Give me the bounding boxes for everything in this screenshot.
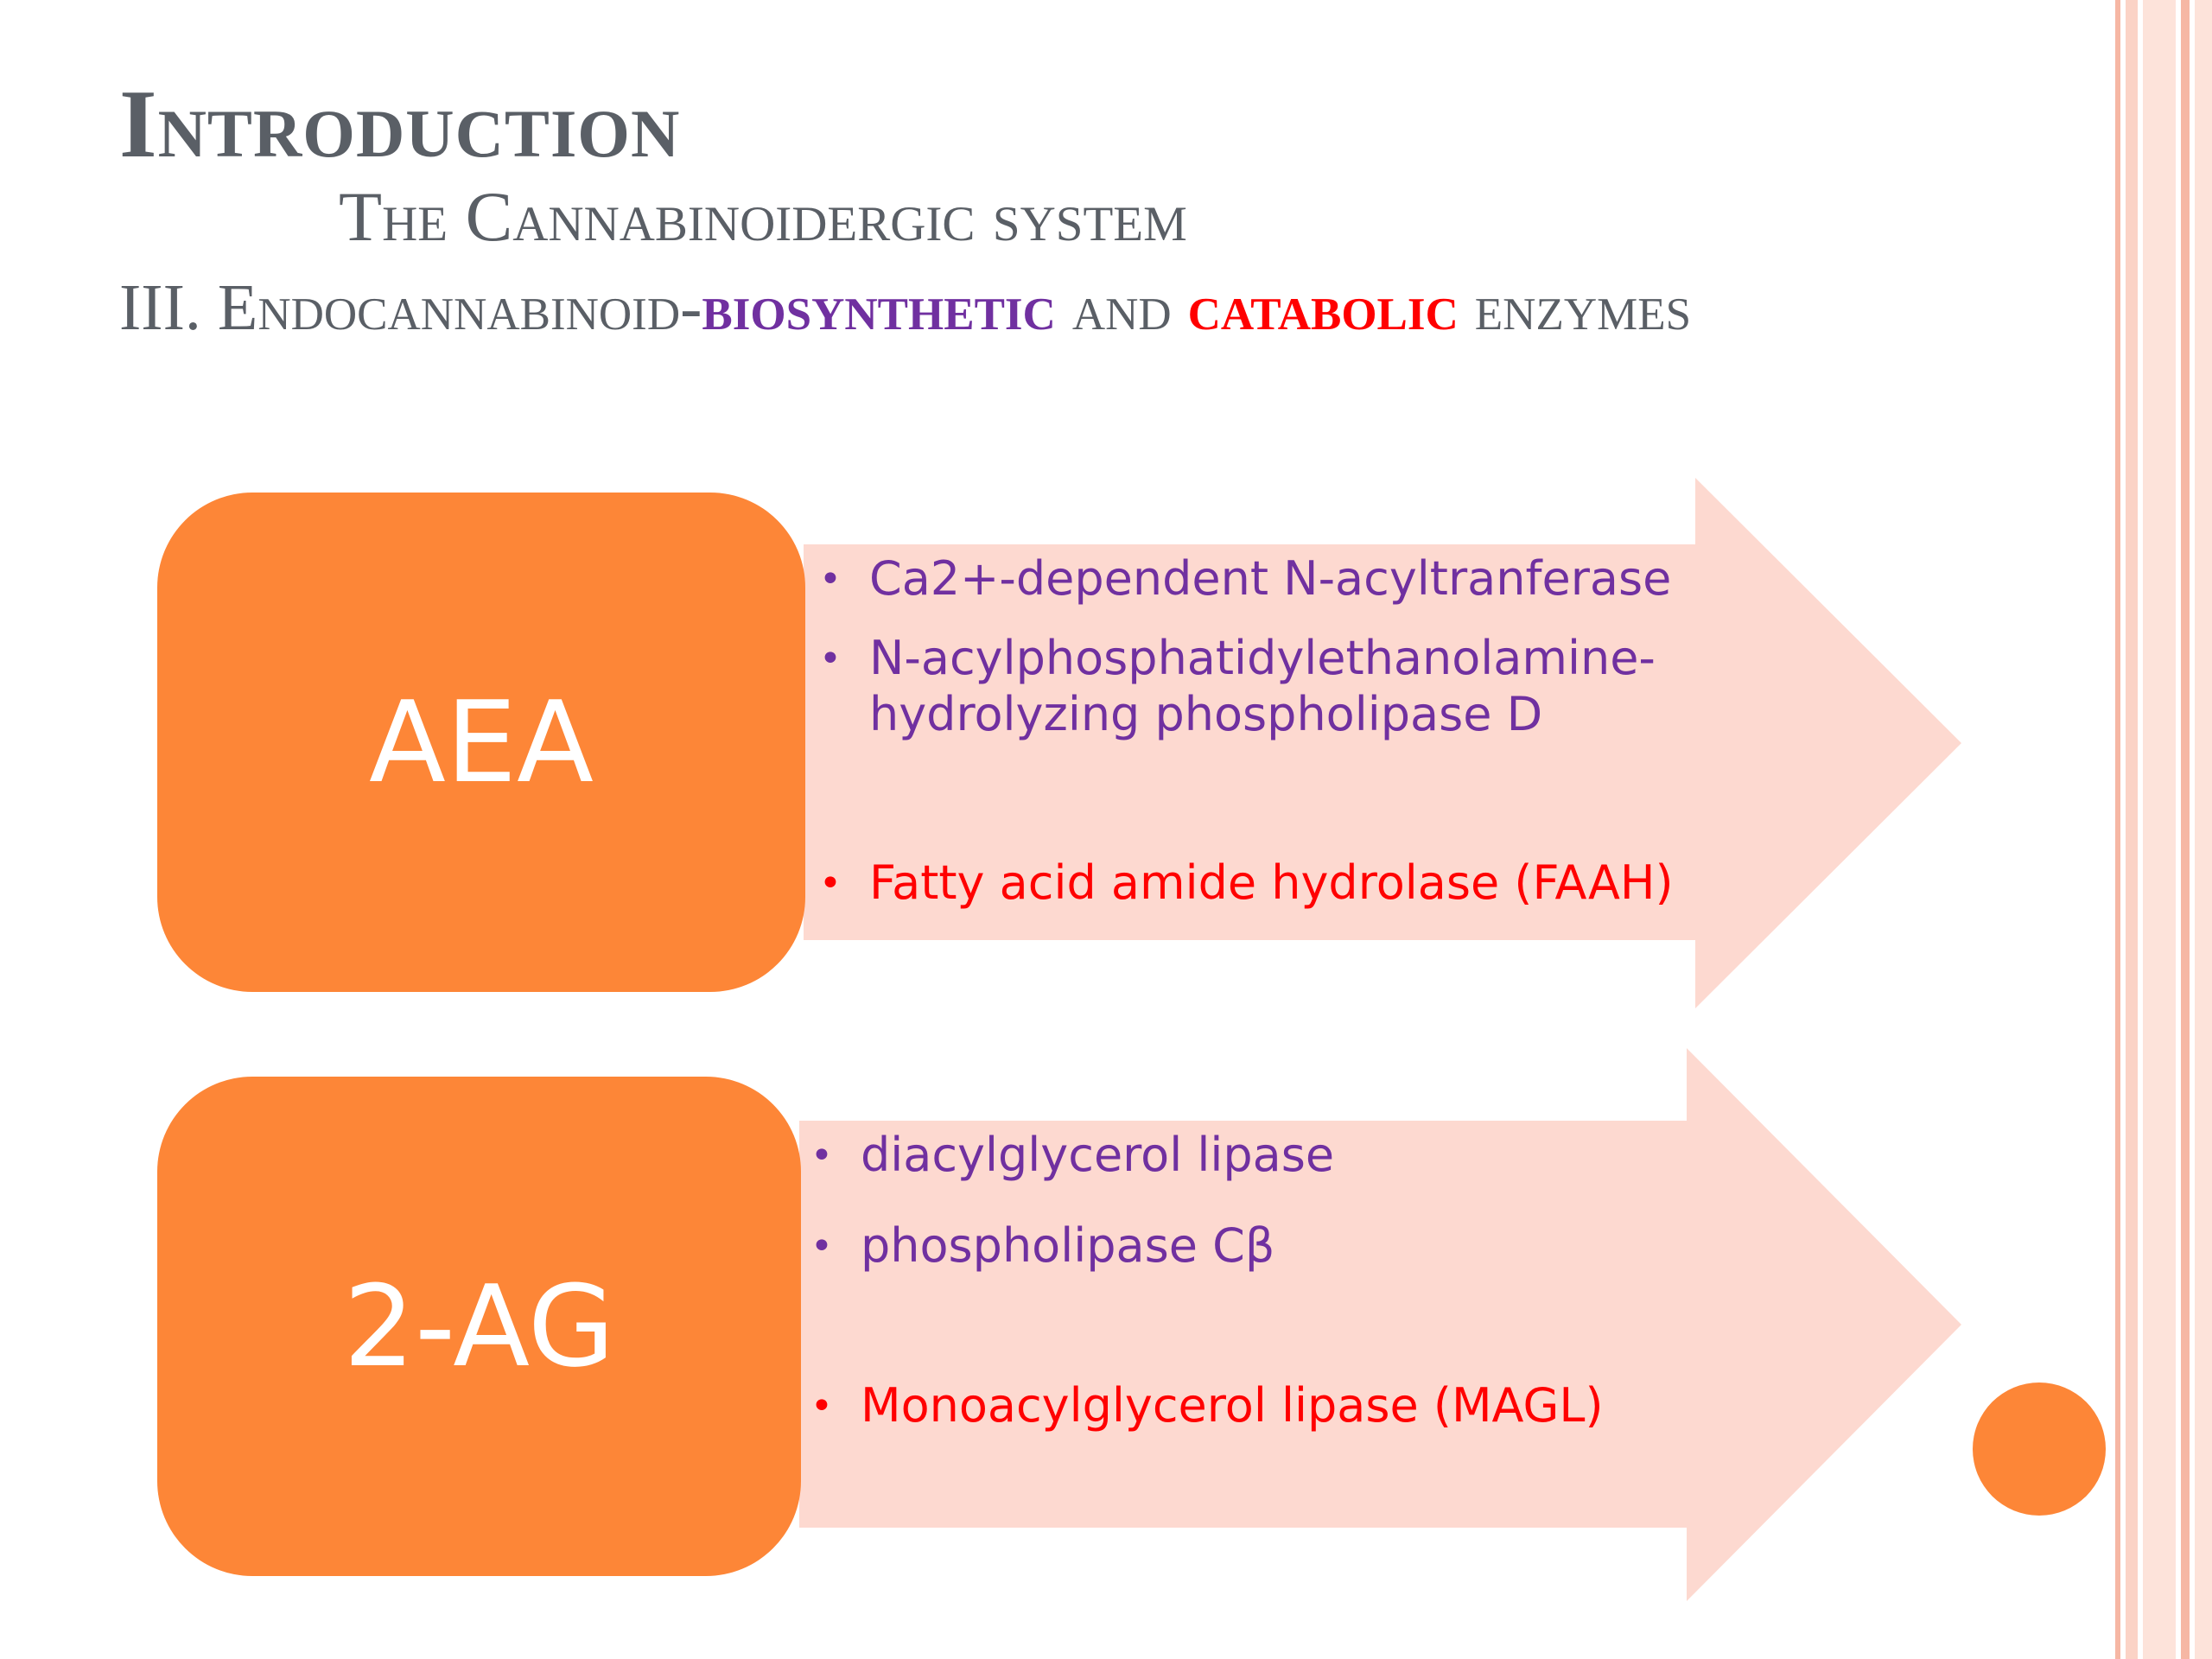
section-heading: III. Endocannabinoid-biosynthetic and ca… — [119, 275, 1691, 340]
2ag-label: 2-AG — [343, 1261, 615, 1392]
section-heading-and: and — [1055, 271, 1188, 344]
bullet-dot: • — [819, 861, 842, 906]
decorative-stripe — [2181, 0, 2190, 1659]
bullet-dot: • — [810, 1134, 833, 1178]
bullet-dot: • — [819, 557, 842, 601]
decorative-stripe — [2143, 0, 2176, 1659]
list-item-text: N-acylphosphatidylethanolamine- — [869, 631, 1656, 685]
decorative-circle — [1973, 1382, 2106, 1516]
aea-arrow — [804, 478, 1961, 1008]
aea-label: AEA — [369, 677, 594, 808]
aea-box: AEA — [157, 493, 805, 992]
biosynthetic-word: biosynthetic — [702, 271, 1056, 344]
section-heading-suffix: enzymes — [1458, 271, 1692, 344]
slide-subtitle: The Cannabinoidergic system — [339, 177, 1187, 256]
bullet-dot: • — [819, 637, 842, 681]
list-item: • N-acylphosphatidylethanolamine- hydrol… — [819, 631, 1656, 743]
decorative-stripe — [2195, 0, 2212, 1659]
bullet-dot: • — [810, 1384, 833, 1428]
list-item: • phospholipase Cβ — [810, 1218, 1275, 1274]
2ag-box: 2-AG — [157, 1077, 801, 1576]
list-item-text-continued: hydrolyzing phospholipase D — [869, 686, 1543, 741]
slide-title: Introduction — [119, 71, 681, 178]
list-item: • Ca2+-dependent N-acyltranferase — [819, 551, 1672, 607]
list-item-text: Ca2+-dependent N-acyltranferase — [869, 551, 1672, 606]
list-item-text: Fatty acid amide hydrolase (FAAH) — [869, 855, 1674, 910]
list-item-text: phospholipase Cβ — [861, 1218, 1275, 1273]
2ag-arrow — [799, 1048, 1961, 1601]
list-item-text: diacylglycerol lipase — [861, 1128, 1335, 1182]
section-heading-prefix: III. Endocannabinoid- — [119, 271, 702, 344]
decorative-stripe — [2115, 0, 2120, 1659]
list-item-text: Monoacylglycerol lipase (MAGL) — [861, 1378, 1604, 1433]
list-item: • Monoacylglycerol lipase (MAGL) — [810, 1378, 1604, 1434]
decorative-stripe — [2126, 0, 2138, 1659]
catabolic-word: catabolic — [1187, 271, 1459, 344]
bullet-dot: • — [810, 1224, 833, 1268]
list-item: • Fatty acid amide hydrolase (FAAH) — [819, 855, 1674, 912]
list-item: • diacylglycerol lipase — [810, 1128, 1335, 1184]
